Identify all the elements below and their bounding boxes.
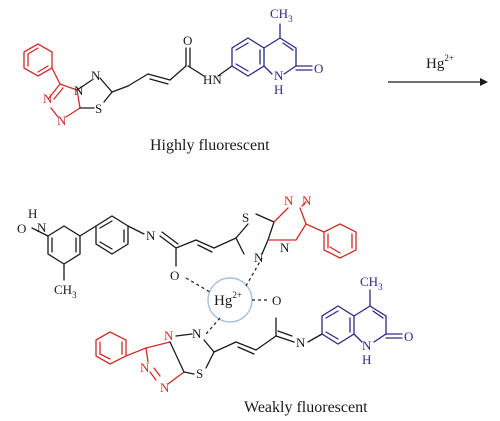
atom-o-enolate-right: O — [272, 293, 281, 308]
phenyl-ring-top — [23, 43, 61, 85]
atom-h-lactam-top: H — [274, 82, 283, 97]
atom-o-lactam-top: O — [314, 61, 323, 76]
atom-o-lactam-left: O — [17, 221, 26, 236]
atom-n-triazole-lower-2: N — [160, 380, 170, 395]
atom-h-lactam-right: H — [362, 352, 371, 367]
acrylamide-linker-top — [127, 47, 233, 87]
triazole-phenyl-lower — [95, 331, 185, 385]
atom-n-amide-top: HN — [203, 72, 222, 87]
atom-n-triazole-upper-1: N — [284, 193, 294, 208]
atom-o-enolate-left: O — [170, 268, 179, 283]
atom-n-upper-coord: N — [254, 250, 264, 265]
triazole-ring-top — [48, 83, 81, 118]
atom-n-thiadiazole: N — [91, 68, 101, 83]
thiadiazole-upper — [235, 213, 275, 255]
methyl-top: CH3 — [270, 6, 293, 24]
top-caption: Highly fluorescent — [150, 137, 270, 154]
atom-n-bridge-lower: N — [164, 328, 174, 343]
reaction-arrow — [388, 78, 488, 86]
complex-ligand-upper — [31, 201, 357, 281]
atom-n-imine-right: N — [296, 335, 306, 350]
quinolinone-right — [321, 289, 403, 345]
thiadiazole-lower — [169, 317, 323, 375]
atom-s-thiadiazole: S — [95, 101, 102, 116]
atom-s-lower: S — [196, 366, 203, 381]
quinolinone-top — [231, 23, 313, 77]
atom-o-lactam-right: O — [404, 329, 413, 344]
atom-nh-lactam-top: N — [274, 68, 284, 83]
atom-n-triazole-upper-2: N — [302, 193, 312, 208]
atom-n-triazole-2: N — [57, 113, 67, 128]
hg-ion: Hg2+ — [214, 290, 242, 309]
atom-s-upper: S — [242, 210, 249, 225]
free-ligand — [23, 23, 313, 118]
atom-n-lactam-left: N — [37, 220, 47, 235]
atom-n-triazole-lower-1: N — [140, 360, 150, 375]
triazole-phenyl-upper — [267, 201, 357, 259]
quinolinone-left — [31, 215, 237, 281]
atom-o-carbonyl: O — [183, 33, 192, 48]
atom-n-lower-coord: N — [192, 326, 202, 341]
methyl-right: CH3 — [360, 274, 383, 292]
atom-n-lactam-right: N — [362, 338, 372, 353]
atom-h-lactam-left: H — [28, 206, 37, 221]
atom-n-bridge: N — [74, 83, 84, 98]
reagent-ion: Hg2+ — [426, 53, 454, 72]
atom-n-triazole-1: N — [43, 91, 53, 106]
thiadiazole-ring-top — [76, 77, 129, 109]
complex-ligand-lower — [95, 289, 403, 385]
atom-n-triazole-upper-3: N — [280, 240, 290, 255]
methyl-left: CH3 — [54, 282, 77, 300]
bottom-caption: Weakly fluorescent — [244, 399, 368, 416]
hg-coordination — [185, 257, 270, 335]
atom-n-imine-left: N — [146, 228, 156, 243]
